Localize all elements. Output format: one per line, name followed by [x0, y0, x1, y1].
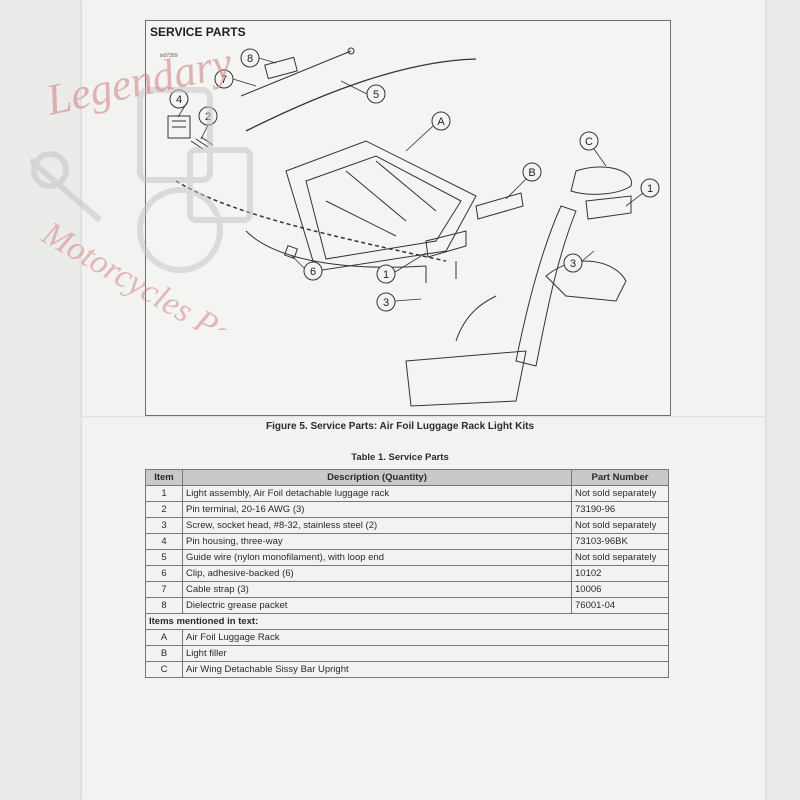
callout-7: 7 — [221, 74, 227, 86]
sissy-bar-upright-drawing — [570, 166, 632, 195]
callout-6: 6 — [310, 266, 316, 278]
callout-8: 8 — [247, 53, 253, 65]
table-cell-description: Air Foil Luggage Rack — [182, 629, 669, 646]
table-cell-part-number: Not sold separately — [571, 549, 669, 566]
table-cell-description: Dielectric grease packet — [182, 597, 572, 614]
callout-3-right: 3 — [570, 258, 576, 270]
callout-1-right: 1 — [647, 183, 653, 195]
light-assembly-drawing-right — [585, 195, 632, 220]
table-cell-description: Pin housing, three-way — [182, 533, 572, 550]
table-cell-item: 6 — [145, 565, 183, 582]
table-cell-item: 7 — [145, 581, 183, 598]
table-cell-part-number: 10006 — [571, 581, 669, 598]
clip-drawing — [283, 244, 299, 260]
section-label: Items mentioned in text: — [145, 613, 669, 630]
callout-2: 2 — [205, 111, 211, 123]
table-cell-description: Light filler — [182, 645, 669, 662]
table-cell-item: 2 — [145, 501, 183, 518]
header-part-number: Part Number — [571, 469, 669, 486]
table-cell-item: B — [145, 645, 183, 662]
table-header-row: Item Description (Quantity) Part Number — [145, 469, 669, 486]
page-fold — [82, 416, 765, 418]
table-cell-description: Guide wire (nylon monofilament), with lo… — [182, 549, 572, 566]
callout-b: B — [528, 167, 535, 179]
light-filler-drawing — [475, 192, 524, 220]
table-title: Table 1. Service Parts — [351, 452, 449, 463]
luggage-rack-drawing — [285, 140, 477, 272]
table-cell-part-number: Not sold separately — [571, 485, 669, 502]
pin-terminal-drawing — [190, 136, 214, 150]
table-cell-description: Cable strap (3) — [182, 581, 572, 598]
callout-1-left: 1 — [383, 269, 389, 281]
table-cell-item: 5 — [145, 549, 183, 566]
callout-a: A — [437, 116, 445, 128]
table-cell-part-number: 76001-04 — [571, 597, 669, 614]
header-item: Item — [145, 469, 183, 486]
table-cell-part-number: 73190-96 — [571, 501, 669, 518]
service-parts-table: Item Description (Quantity) Part Number … — [145, 469, 669, 678]
guide-wire-drawing — [245, 58, 477, 132]
table-section-row: Items mentioned in text: — [145, 613, 669, 630]
figure-caption: Figure 5. Service Parts: Air Foil Luggag… — [265, 421, 535, 432]
table-cell-description: Clip, adhesive-backed (6) — [182, 565, 572, 582]
figure-section-title: SERVICE PARTS — [150, 25, 246, 39]
callout-3-left: 3 — [383, 297, 389, 309]
table-cell-item: 3 — [145, 517, 183, 534]
callout-c: C — [585, 136, 593, 148]
header-description: Description (Quantity) — [182, 469, 572, 486]
table-cell-description: Screw, socket head, #8-32, stainless ste… — [182, 517, 572, 534]
service-parts-figure: SERVICE PARTS is07359 — [145, 20, 671, 416]
light-assembly-drawing-left — [425, 230, 467, 258]
table-cell-item: 1 — [145, 485, 183, 502]
callout-4: 4 — [176, 94, 182, 106]
table-cell-part-number: Not sold separately — [571, 517, 669, 534]
table-cell-description: Air Wing Detachable Sissy Bar Upright — [182, 661, 669, 678]
table-cell-part-number: 73103-96BK — [571, 533, 669, 550]
table-cell-item: C — [145, 661, 183, 678]
table-cell-item: A — [145, 629, 183, 646]
table-cell-item: 8 — [145, 597, 183, 614]
grease-packet-drawing — [264, 56, 298, 80]
parts-illustration: 8 7 5 4 2 6 A B C 1 1 3 3 — [167, 47, 660, 407]
table-cell-part-number: 10102 — [571, 565, 669, 582]
table-cell-item: 4 — [145, 533, 183, 550]
figure-section-subtitle: is07359 — [160, 53, 178, 59]
table-cell-description: Pin terminal, 20-16 AWG (3) — [182, 501, 572, 518]
callout-5: 5 — [373, 89, 379, 101]
cable-strap-drawing — [240, 50, 352, 97]
table-cell-description: Light assembly, Air Foil detachable lugg… — [182, 485, 572, 502]
